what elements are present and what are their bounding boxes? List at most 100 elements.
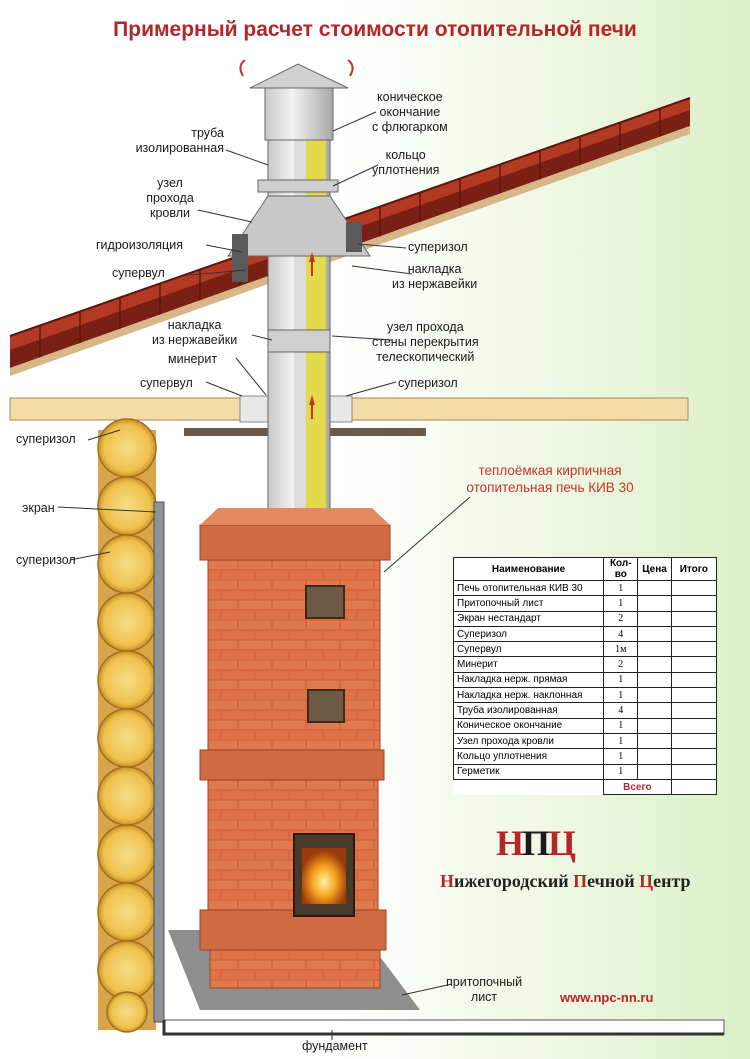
cell-price[interactable] (638, 611, 671, 626)
cell-qty: 1 (604, 688, 638, 703)
cell-total[interactable] (671, 688, 716, 703)
cell-price[interactable] (638, 703, 671, 718)
cell-total[interactable] (671, 718, 716, 733)
label-line: стены перекрытия (372, 335, 479, 350)
label-sealing-ring: кольцо уплотнения (372, 148, 439, 178)
label-line: изолированная (120, 141, 224, 156)
header-total: Итого (671, 558, 716, 581)
label-line: накладка (392, 262, 477, 277)
table-row: Узел прохода кровли1 (454, 733, 717, 748)
cell-total[interactable] (671, 672, 716, 687)
cell-qty: 1м (604, 642, 638, 657)
label-superizol-wall-top: суперизол (16, 432, 76, 447)
cell-name: Труба изолированная (454, 703, 604, 718)
label-line: кровли (140, 206, 200, 221)
label-superizol-wall-bottom: суперизол (16, 553, 76, 568)
cell-price[interactable] (638, 764, 671, 779)
cell-price[interactable] (638, 749, 671, 764)
label-line: отопительная печь КИВ 30 (440, 479, 660, 496)
cell-grand-total[interactable] (671, 779, 716, 794)
cell-total[interactable] (671, 642, 716, 657)
cell-price[interactable] (638, 626, 671, 641)
cell-qty: 4 (604, 626, 638, 641)
cell-price[interactable] (638, 581, 671, 596)
company-word: ечной (587, 871, 639, 891)
company-cap: Н (440, 871, 454, 891)
total-label: Всего (604, 779, 672, 794)
cell-name: Узел прохода кровли (454, 733, 604, 748)
cell-price[interactable] (638, 733, 671, 748)
cell-name: Суперизол (454, 626, 604, 641)
cell-total[interactable] (671, 626, 716, 641)
label-conical-cap: коническое окончание с флюгарком (372, 90, 448, 135)
website-link[interactable]: www.npc-nn.ru (560, 990, 653, 1005)
label-line: телескопический (372, 350, 479, 365)
company-logo: НПЦ (496, 822, 574, 864)
cell-qty: 1 (604, 596, 638, 611)
cell-name: Печь отопительная КИВ 30 (454, 581, 604, 596)
label-wall-passage: узел прохода стены перекрытия телескопич… (372, 320, 479, 365)
table-header-row: Наименование Кол-во Цена Итого (454, 558, 717, 581)
cell-total[interactable] (671, 733, 716, 748)
label-supervul-ceiling: супервул (140, 376, 193, 391)
cell-total[interactable] (671, 596, 716, 611)
cell-total[interactable] (671, 703, 716, 718)
cell-qty: 1 (604, 581, 638, 596)
table-row: Труба изолированная4 (454, 703, 717, 718)
cell-price[interactable] (638, 596, 671, 611)
label-supervul-roof: супервул (112, 266, 165, 281)
cell-price[interactable] (638, 672, 671, 687)
cell-qty: 1 (604, 718, 638, 733)
cell-price[interactable] (638, 718, 671, 733)
cell-empty (454, 779, 604, 794)
label-line: притопочный (446, 975, 522, 990)
header-qty: Кол-во (604, 558, 638, 581)
cell-qty: 2 (604, 611, 638, 626)
label-superizol-ceiling: суперизол (398, 376, 458, 391)
cell-price[interactable] (638, 657, 671, 672)
page-title: Примерный расчет стоимости отопительной … (0, 18, 750, 42)
label-waterproofing: гидроизоляция (96, 238, 183, 253)
header-name: Наименование (454, 558, 604, 581)
label-line: накладка (152, 318, 237, 333)
label-line: из нержавейки (152, 333, 237, 348)
company-cap: Ц (639, 871, 653, 891)
cell-total[interactable] (671, 764, 716, 779)
cell-qty: 1 (604, 733, 638, 748)
label-line: теплоёмкая кирпичная (440, 462, 660, 479)
label-screen: экран (22, 501, 55, 516)
label-line: окончание (372, 105, 448, 120)
cell-total[interactable] (671, 611, 716, 626)
table-row: Накладка нерж. прямая1 (454, 672, 717, 687)
cell-total[interactable] (671, 749, 716, 764)
cell-qty: 2 (604, 657, 638, 672)
brick-stove (200, 508, 390, 988)
cell-total[interactable] (671, 581, 716, 596)
label-line: труба (120, 126, 224, 141)
label-line: уплотнения (372, 163, 439, 178)
company-cap: П (573, 871, 587, 891)
label-foundation: фундамент (302, 1039, 368, 1054)
cell-total[interactable] (671, 657, 716, 672)
cell-price[interactable] (638, 688, 671, 703)
label-line: лист (446, 990, 522, 1005)
label-superizol-roof: суперизол (408, 240, 468, 255)
cell-name: Экран нестандарт (454, 611, 604, 626)
label-minerit: минерит (168, 352, 217, 367)
cell-name: Кольцо уплотнения (454, 749, 604, 764)
cell-name: Накладка нерж. наклонная (454, 688, 604, 703)
cell-name: Герметик (454, 764, 604, 779)
label-line: из нержавейки (392, 277, 477, 292)
company-name: Нижегородский Печной Центр (440, 871, 691, 892)
label-line: узел прохода (372, 320, 479, 335)
cell-price[interactable] (638, 642, 671, 657)
company-word: ентр (653, 871, 690, 891)
chimney (228, 60, 370, 525)
label-steel-cover-roof: накладка из нержавейки (392, 262, 477, 292)
